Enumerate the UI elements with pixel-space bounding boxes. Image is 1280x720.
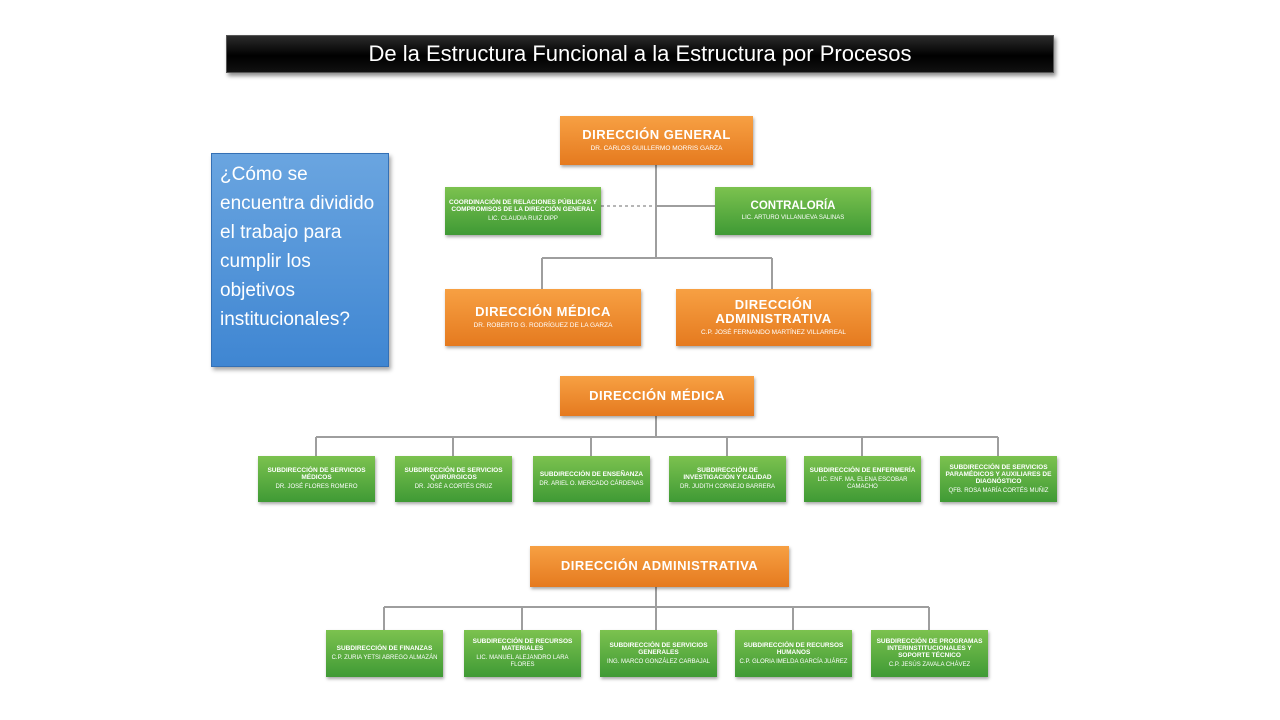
box-title: SUBDIRECCIÓN DE SERVICIOS GENERALES xyxy=(609,641,708,656)
box-subdireccion-servicios-generales: SUBDIRECCIÓN DE SERVICIOS GENERALES ING.… xyxy=(600,630,717,677)
box-subdireccion-recursos-humanos: SUBDIRECCIÓN DE RECURSOS HUMANOS C.P. GL… xyxy=(735,630,852,677)
box-subdireccion-ensenanza: SUBDIRECCIÓN DE ENSEÑANZA DR. ARIEL O. M… xyxy=(533,456,650,502)
box-title: SUBDIRECCIÓN DE INVESTIGACIÓN Y CALIDAD xyxy=(683,467,772,482)
slide-title: De la Estructura Funcional a la Estructu… xyxy=(226,35,1054,73)
box-direccion-medica-head: DIRECCIÓN MÉDICA xyxy=(560,376,754,416)
box-title: COORDINACIÓN DE RELACIONES PÚBLICAS Y CO… xyxy=(449,199,597,214)
box-title: SUBDIRECCIÓN DE PROGRAMAS INTERINSTITUCI… xyxy=(876,638,983,660)
box-title: DIRECCIÓN MÉDICA xyxy=(589,387,725,403)
box-title: DIRECCIÓN MÉDICA xyxy=(475,304,611,320)
question-callout: ¿Cómo se encuentra dividido el trabajo p… xyxy=(211,153,389,367)
box-person: C.P. ZURIA YETSI ABREGO ALMAZÁN xyxy=(331,655,438,662)
box-direccion-medica: DIRECCIÓN MÉDICA DR. ROBERTO G. RODRÍGUE… xyxy=(445,289,641,346)
box-subdireccion-enfermeria: SUBDIRECCIÓN DE ENFERMERÍA LIC. ENF. MA.… xyxy=(804,456,921,502)
box-title: CONTRALORÍA xyxy=(750,200,836,212)
box-person: LIC. ENF. MA. ELENA ESCOBAR CAMACHO xyxy=(817,477,908,490)
box-title: SUBDIRECCIÓN DE SERVICIOS MÉDICOS xyxy=(267,467,366,482)
box-person: LIC. ARTURO VILLANUEVA SALINAS xyxy=(741,215,845,222)
box-person: LIC. CLAUDIA RUIZ DIPP xyxy=(488,216,558,223)
box-person: C.P. JESÚS ZAVALA CHÁVEZ xyxy=(888,662,971,669)
box-person: C.P. GLORIA IMELDA GARCÍA JUÁREZ xyxy=(739,658,848,665)
box-person: ING. MARCO GONZÁLEZ CARBAJAL xyxy=(606,658,711,665)
box-person: QFB. ROSA MARÍA CORTÉS MUÑIZ xyxy=(948,487,1049,494)
box-subdireccion-servicios-quirurgicos: SUBDIRECCIÓN DE SERVICIOS QUIRÚRGICOS DR… xyxy=(395,456,512,502)
box-subdireccion-recursos-materiales: SUBDIRECCIÓN DE RECURSOS MATERIALES LIC.… xyxy=(464,630,581,677)
box-person: C.P. JOSÉ FERNANDO MARTÍNEZ VILLARREAL xyxy=(701,329,846,337)
box-direccion-general: DIRECCIÓN GENERAL DR. CARLOS GUILLERMO M… xyxy=(560,116,753,165)
box-title: SUBDIRECCIÓN DE RECURSOS MATERIALES xyxy=(472,638,573,653)
box-person: DR. JOSÉ A CORTÉS CRUZ xyxy=(414,484,493,491)
box-subdireccion-servicios-medicos: SUBDIRECCIÓN DE SERVICIOS MÉDICOS DR. JO… xyxy=(258,456,375,502)
box-title: SUBDIRECCIÓN DE RECURSOS HUMANOS xyxy=(743,641,844,656)
box-person: DR. ROBERTO G. RODRÍGUEZ DE LA GARZA xyxy=(473,322,613,330)
box-direccion-administrativa-head: DIRECCIÓN ADMINISTRATIVA xyxy=(530,546,789,587)
box-title: SUBDIRECCIÓN DE ENFERMERÍA xyxy=(809,467,916,475)
box-title: DIRECCIÓN ADMINISTRATIVA xyxy=(715,297,832,327)
box-title: DIRECCIÓN GENERAL xyxy=(582,127,731,143)
box-person: DR. ARIEL O. MERCADO CÁRDENAS xyxy=(539,480,644,487)
box-subdireccion-programas: SUBDIRECCIÓN DE PROGRAMAS INTERINSTITUCI… xyxy=(871,630,988,677)
box-subdireccion-finanzas: SUBDIRECCIÓN DE FINANZAS C.P. ZURIA YETS… xyxy=(326,630,443,677)
box-contraloria: CONTRALORÍA LIC. ARTURO VILLANUEVA SALIN… xyxy=(715,187,871,235)
box-person: DR. CARLOS GUILLERMO MORRIS GARZA xyxy=(590,145,723,153)
box-coordinacion: COORDINACIÓN DE RELACIONES PÚBLICAS Y CO… xyxy=(445,187,601,235)
box-subdireccion-investigacion: SUBDIRECCIÓN DE INVESTIGACIÓN Y CALIDAD … xyxy=(669,456,786,502)
box-subdireccion-paramedicos: SUBDIRECCIÓN DE SERVICIOS PARAMÉDICOS Y … xyxy=(940,456,1057,502)
box-title: SUBDIRECCIÓN DE SERVICIOS PARAMÉDICOS Y … xyxy=(945,463,1052,485)
box-title: SUBDIRECCIÓN DE ENSEÑANZA xyxy=(539,470,644,478)
box-direccion-administrativa: DIRECCIÓN ADMINISTRATIVA C.P. JOSÉ FERNA… xyxy=(676,289,871,346)
box-title: SUBDIRECCIÓN DE SERVICIOS QUIRÚRGICOS xyxy=(404,467,503,482)
box-title: DIRECCIÓN ADMINISTRATIVA xyxy=(560,558,759,574)
box-person: LIC. MANUEL ALEJANDRO LARA FLORES xyxy=(476,655,569,669)
box-title: SUBDIRECCIÓN DE FINANZAS xyxy=(336,645,433,653)
box-person: DR. JOSÉ FLORES ROMERO xyxy=(275,484,358,491)
box-person: DR. JUDITH CORNEJO BARRERA xyxy=(679,484,775,491)
